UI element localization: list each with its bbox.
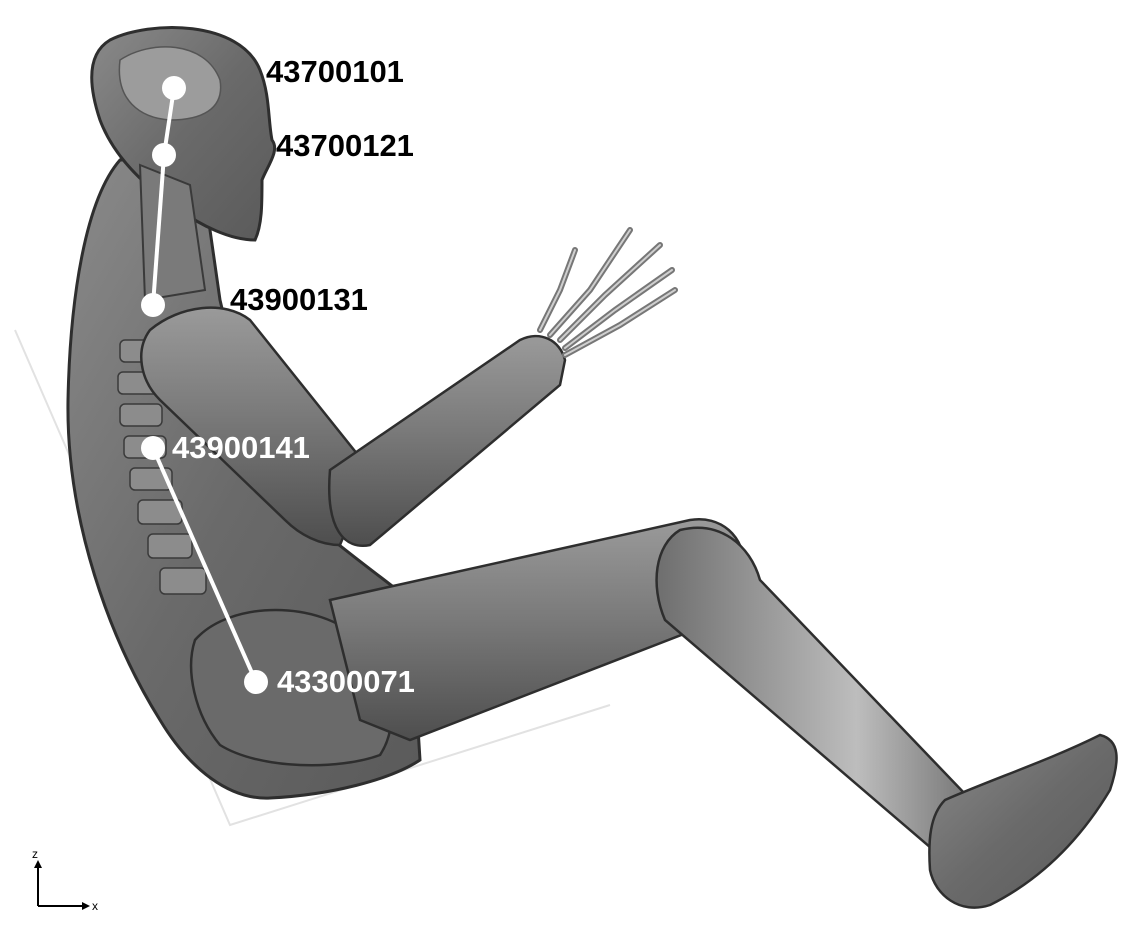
- marker-43700101: [162, 76, 186, 100]
- marker-43300071: [244, 670, 268, 694]
- label-43700121: 43700121: [276, 130, 414, 161]
- foot: [929, 735, 1116, 908]
- label-43300071: 43300071: [277, 666, 415, 697]
- label-43900131: 43900131: [230, 284, 368, 315]
- marker-43700121: [152, 143, 176, 167]
- axis-label-x: x: [92, 899, 98, 913]
- marker-43900141: [141, 436, 165, 460]
- marker-43900131: [141, 293, 165, 317]
- axis-triad: z x: [28, 848, 108, 918]
- forearm: [329, 336, 565, 546]
- axis-label-z: z: [32, 848, 38, 861]
- label-43900141: 43900141: [172, 432, 310, 463]
- label-43700101: 43700101: [266, 56, 404, 87]
